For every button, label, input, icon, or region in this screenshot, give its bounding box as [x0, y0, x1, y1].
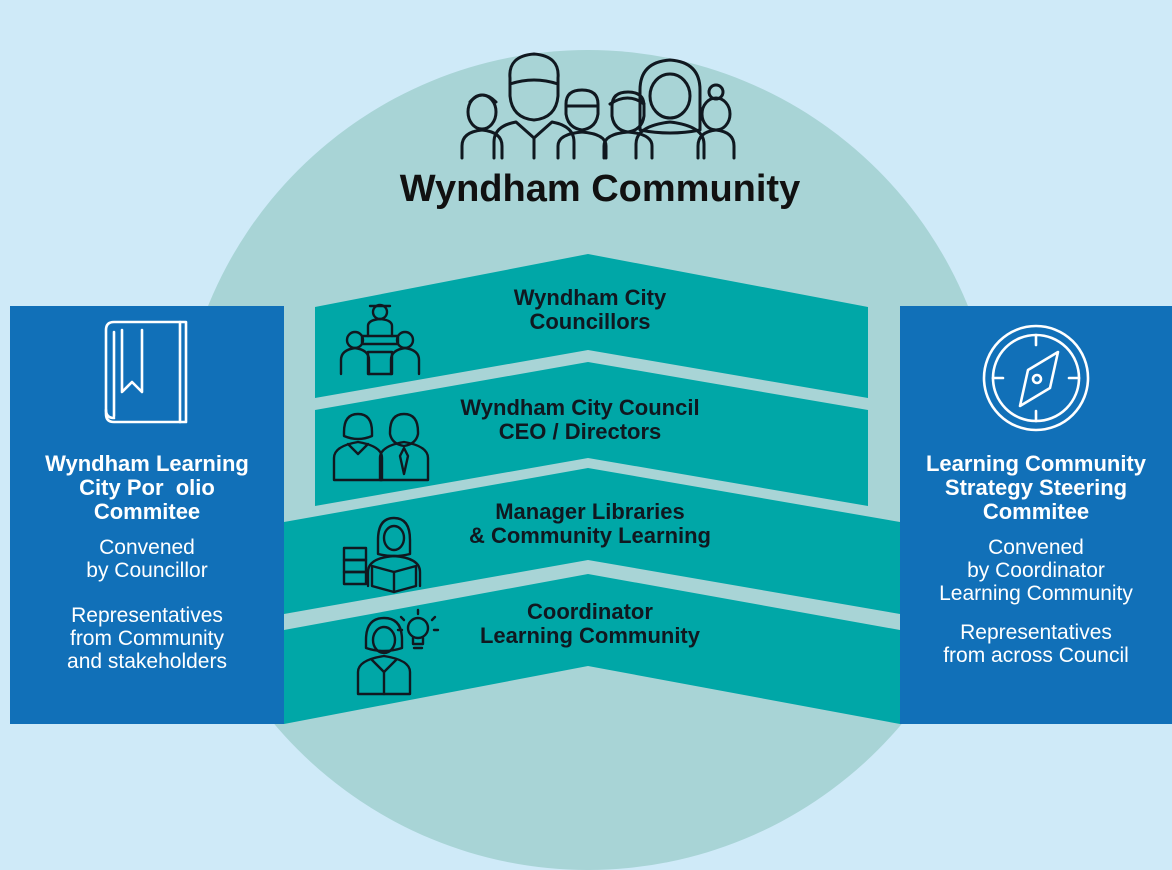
right-convened-line3: Learning Community [939, 582, 1133, 605]
band-ceo-directors [315, 362, 868, 506]
right-panel: Learning Community Strategy Steering Com… [900, 452, 1172, 668]
right-reps-line1: Representatives [960, 621, 1112, 644]
book-icon [104, 320, 188, 424]
executives-icon [332, 412, 430, 482]
left-title-line2: City Por olio [79, 475, 215, 500]
band-councillors-line1: Wyndham City [513, 285, 667, 310]
right-convened-line2: by Coordinator [967, 559, 1105, 582]
compass-icon [982, 324, 1090, 432]
left-panel-bg [10, 306, 284, 724]
band-manager-line1: Manager Libraries [495, 499, 685, 524]
band-manager-libraries [284, 468, 900, 614]
left-panel: Wyndham Learning City Por olio Commitee … [10, 452, 284, 674]
band-coordinator [284, 574, 900, 724]
band-coordinator-line2: Learning Community [479, 623, 700, 648]
left-title-line3: Commitee [93, 499, 201, 524]
band-ceo-line2: CEO / Directors [498, 419, 662, 444]
left-convened-line2: by Councillor [86, 559, 208, 582]
right-panel-convened: Convened by Coordinator Learning Communi… [900, 536, 1172, 605]
left-panel-title: Wyndham Learning City Por olio Commitee [10, 452, 284, 524]
right-panel-title: Learning Community Strategy Steering Com… [900, 452, 1172, 524]
right-title-line3: Commitee [982, 499, 1090, 524]
right-reps-line2: from across Council [943, 644, 1129, 667]
left-panel-convened: Convened by Councillor [10, 536, 284, 582]
band-councillors [315, 254, 868, 398]
right-convened-line1: Convened [988, 536, 1084, 559]
left-title-line1: Wyndham Learning [45, 451, 249, 476]
right-title-line2: Strategy Steering [944, 475, 1128, 500]
band-coordinator-label: Coordinator Learning Community [430, 600, 750, 648]
band-coordinator-line1: Coordinator [527, 599, 653, 624]
left-reps-line3: and stakeholders [67, 650, 227, 673]
left-reps-line2: from Community [69, 627, 225, 650]
left-panel-representatives: Representatives from Community and stake… [10, 604, 284, 673]
right-title-line1: Learning Community [925, 451, 1146, 476]
band-councillors-label: Wyndham City Councillors [440, 286, 740, 334]
left-convened-line1: Convened [99, 536, 195, 559]
page-title: Wyndham Community [399, 168, 801, 210]
band-manager-label: Manager Libraries & Community Learning [420, 500, 760, 548]
right-panel-representatives: Representatives from across Council [900, 621, 1172, 667]
band-manager-line2: & Community Learning [468, 523, 711, 548]
group-of-people-icon [460, 52, 736, 160]
person-with-lightbulb-icon [356, 608, 440, 696]
left-reps-line1: Representatives [71, 604, 223, 627]
band-councillors-line2: Councillors [529, 309, 651, 334]
band-ceo-label: Wyndham City Council CEO / Directors [410, 396, 750, 444]
band-ceo-line1: Wyndham City Council [460, 395, 700, 420]
council-meeting-icon [339, 303, 421, 376]
reader-with-books-icon [342, 516, 422, 594]
